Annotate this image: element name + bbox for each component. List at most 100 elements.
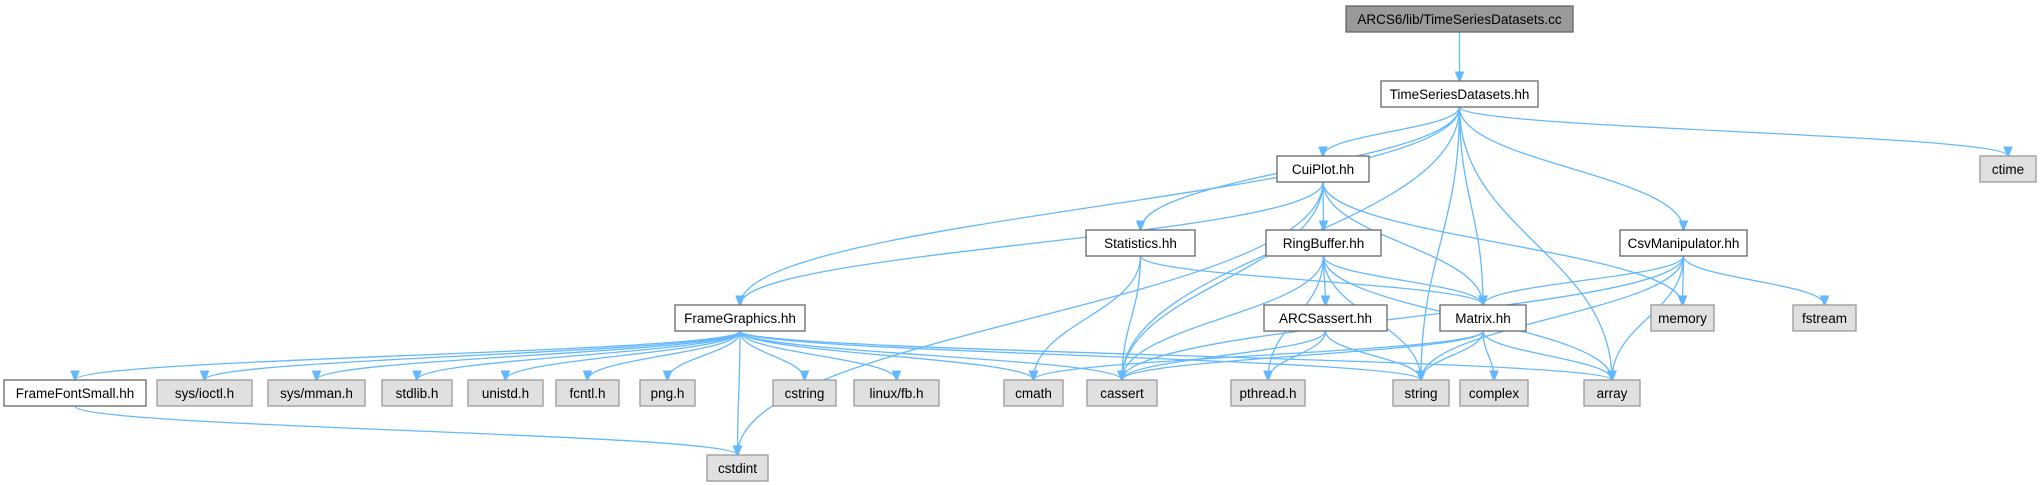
node-arcsassert[interactable]: ARCSassert.hh bbox=[1263, 304, 1388, 332]
node-framegraphics-box[interactable] bbox=[674, 304, 806, 332]
node-tsd-label: TimeSeriesDatasets.hh bbox=[1390, 87, 1530, 102]
edge-matrix-to-string bbox=[1421, 330, 1484, 380]
node-png: png.h bbox=[639, 379, 696, 407]
node-framegraphics[interactable]: FrameGraphics.hh bbox=[674, 304, 806, 332]
node-cmath-label: cmath bbox=[1015, 386, 1052, 401]
node-cstring-label: cstring bbox=[785, 386, 825, 401]
edge-cuiplot-to-matrix bbox=[1322, 181, 1483, 305]
node-cassert-box bbox=[1086, 379, 1158, 407]
edge-framegraphics-to-sysioctl bbox=[205, 330, 741, 380]
node-cstdint: cstdint bbox=[706, 454, 769, 482]
node-linuxfb-box bbox=[853, 379, 940, 407]
node-sysioctl: sys/ioctl.h bbox=[156, 379, 253, 407]
edge-ringbuffer-to-matrix bbox=[1322, 255, 1484, 305]
node-fcntl-box bbox=[555, 379, 620, 407]
node-cuiplot-label: CuiPlot.hh bbox=[1292, 162, 1354, 177]
node-fstream-box bbox=[1792, 304, 1857, 332]
node-memory: memory bbox=[1650, 304, 1715, 332]
node-statistics-label: Statistics.hh bbox=[1104, 236, 1177, 251]
node-cstdint-label: cstdint bbox=[718, 461, 757, 476]
edge-arcsassert-to-string bbox=[1324, 330, 1422, 380]
node-csvmanip[interactable]: CsvManipulator.hh bbox=[1619, 229, 1748, 257]
edge-framegraphics-to-string bbox=[739, 330, 1421, 380]
edge-framegraphics-to-linuxfb bbox=[739, 330, 897, 380]
edge-matrix-to-array bbox=[1482, 330, 1612, 380]
edge-framegraphics-to-fcntl bbox=[588, 330, 741, 380]
node-root-box bbox=[1345, 5, 1574, 33]
edge-framegraphics-to-unistd bbox=[506, 330, 741, 380]
node-fcntl-label: fcntl.h bbox=[569, 386, 605, 401]
edge-framegraphics-to-framefont bbox=[75, 330, 741, 380]
node-matrix-label: Matrix.hh bbox=[1455, 311, 1511, 326]
node-statistics-box[interactable] bbox=[1085, 229, 1196, 257]
node-array-box bbox=[1583, 379, 1641, 407]
node-string: string bbox=[1392, 379, 1450, 407]
edge-csvmanip-to-fstream bbox=[1682, 255, 1825, 305]
node-ringbuffer[interactable]: RingBuffer.hh bbox=[1265, 229, 1382, 257]
node-stdlib-box bbox=[381, 379, 453, 407]
node-complex-box bbox=[1459, 379, 1529, 407]
node-framefont-box[interactable] bbox=[3, 379, 147, 407]
edge-framegraphics-to-array bbox=[739, 330, 1612, 380]
node-cuiplot-box[interactable] bbox=[1276, 155, 1370, 183]
edge-framegraphics-to-png bbox=[668, 330, 741, 380]
node-matrix-box[interactable] bbox=[1439, 304, 1527, 332]
node-sysioctl-label: sys/ioctl.h bbox=[175, 386, 234, 401]
node-cuiplot[interactable]: CuiPlot.hh bbox=[1276, 155, 1370, 183]
node-string-box bbox=[1392, 379, 1450, 407]
node-tsd-box[interactable] bbox=[1380, 80, 1539, 108]
edge-cuiplot-to-cstdint bbox=[738, 181, 1324, 455]
edge-framegraphics-to-sysmman bbox=[317, 330, 741, 380]
node-cstring: cstring bbox=[772, 379, 837, 407]
node-matrix[interactable]: Matrix.hh bbox=[1439, 304, 1527, 332]
edge-tsd-to-matrix bbox=[1458, 106, 1484, 305]
node-memory-box bbox=[1650, 304, 1715, 332]
node-unistd-label: unistd.h bbox=[482, 386, 529, 401]
edge-ringbuffer-to-cassert bbox=[1122, 255, 1325, 380]
edge-tsd-to-array bbox=[1458, 106, 1613, 380]
node-fstream-label: fstream bbox=[1802, 311, 1847, 326]
node-cassert: cassert bbox=[1086, 379, 1158, 407]
node-stdlib: stdlib.h bbox=[381, 379, 453, 407]
node-cmath-box bbox=[1003, 379, 1064, 407]
edge-cuiplot-to-cassert bbox=[1122, 181, 1324, 380]
node-unistd-box bbox=[467, 379, 544, 407]
node-tsd[interactable]: TimeSeriesDatasets.hh bbox=[1380, 80, 1539, 108]
node-statistics[interactable]: Statistics.hh bbox=[1085, 229, 1196, 257]
node-arcsassert-box[interactable] bbox=[1263, 304, 1388, 332]
node-unistd: unistd.h bbox=[467, 379, 544, 407]
node-sysioctl-box bbox=[156, 379, 253, 407]
edge-csvmanip-to-matrix bbox=[1483, 255, 1685, 305]
node-csvmanip-box[interactable] bbox=[1619, 229, 1748, 257]
node-png-label: png.h bbox=[651, 386, 685, 401]
node-ringbuffer-label: RingBuffer.hh bbox=[1283, 236, 1365, 251]
node-sysmman-label: sys/mman.h bbox=[280, 386, 353, 401]
node-fstream: fstream bbox=[1792, 304, 1857, 332]
node-cstring-box bbox=[772, 379, 837, 407]
node-ringbuffer-box[interactable] bbox=[1265, 229, 1382, 257]
node-linuxfb-label: linux/fb.h bbox=[869, 386, 923, 401]
node-array: array bbox=[1583, 379, 1641, 407]
node-ctime-box bbox=[1979, 155, 2037, 183]
edge-csvmanip-to-string bbox=[1421, 255, 1685, 380]
edge-arcsassert-to-cassert bbox=[1122, 330, 1327, 380]
edge-statistics-to-cassert bbox=[1122, 255, 1142, 380]
node-arcsassert-label: ARCSassert.hh bbox=[1279, 311, 1372, 326]
edge-framegraphics-to-cmath bbox=[739, 330, 1034, 380]
nodes-layer: ARCS6/lib/TimeSeriesDatasets.ccTimeSerie… bbox=[3, 5, 2037, 482]
node-root-label: ARCS6/lib/TimeSeriesDatasets.cc bbox=[1357, 12, 1562, 27]
node-complex-label: complex bbox=[1469, 386, 1520, 401]
edge-csvmanip-to-array bbox=[1612, 255, 1685, 380]
node-cmath: cmath bbox=[1003, 379, 1064, 407]
edge-framefont-to-cstdint bbox=[74, 405, 738, 455]
node-framefont[interactable]: FrameFontSmall.hh bbox=[3, 379, 147, 407]
node-string-label: string bbox=[1404, 386, 1437, 401]
node-memory-label: memory bbox=[1658, 311, 1707, 326]
node-complex: complex bbox=[1459, 379, 1529, 407]
node-cassert-label: cassert bbox=[1100, 386, 1144, 401]
edge-framegraphics-to-cstdint bbox=[738, 330, 741, 455]
edge-tsd-to-framegraphics bbox=[740, 106, 1461, 305]
node-ctime-label: ctime bbox=[1992, 162, 2024, 177]
edge-matrix-to-complex bbox=[1482, 330, 1494, 380]
